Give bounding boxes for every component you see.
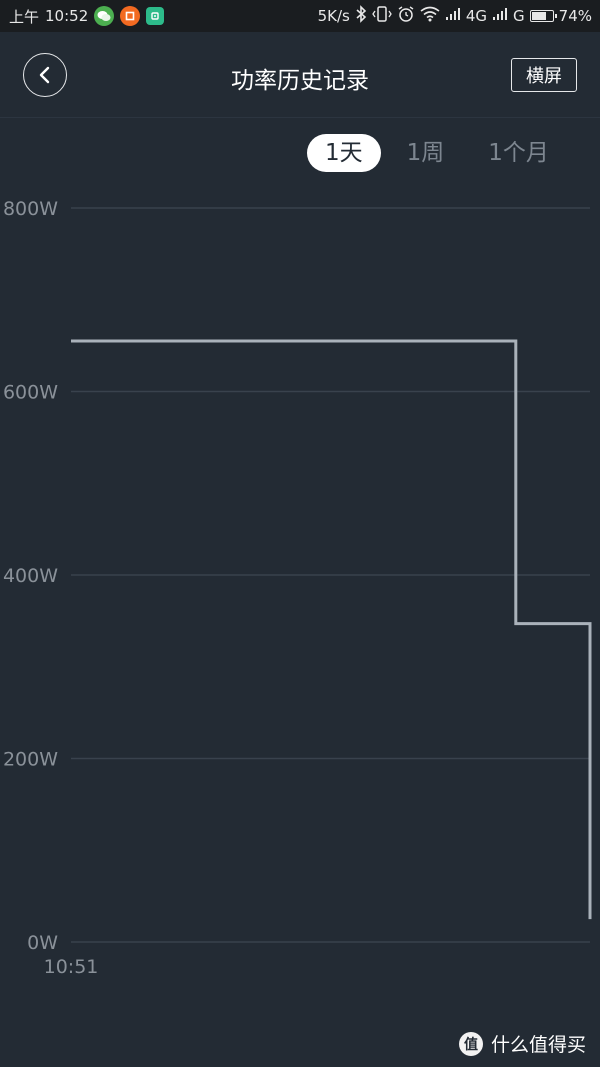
landscape-button[interactable]: 横屏 — [511, 58, 577, 92]
power-series-line — [71, 339, 592, 920]
vibrate-icon — [372, 5, 392, 27]
battery-icon — [529, 10, 557, 22]
y-tick-label: 200W — [3, 749, 58, 771]
y-tick-label: 0W — [27, 932, 58, 954]
page-title: 功率历史记录 — [231, 68, 369, 94]
y-tick-label: 800W — [3, 198, 58, 220]
signal-icon-2 — [492, 7, 508, 25]
bluetooth-icon — [355, 5, 367, 27]
tab-1-week[interactable]: 1周 — [406, 140, 445, 166]
watermark: 值 什么值得买 — [458, 1030, 586, 1057]
chevron-left-icon — [39, 66, 50, 84]
app-notification-icon — [120, 6, 141, 26]
battery-percent: 74% — [558, 7, 592, 25]
status-period: 上午 — [9, 7, 40, 26]
status-left: 上午 10:52 — [9, 0, 165, 32]
tab-1-month[interactable]: 1个月 — [488, 140, 549, 166]
watermark-logo: 值 — [458, 1031, 483, 1056]
wechat-icon — [94, 6, 115, 26]
alarm-icon — [397, 5, 415, 27]
watermark-text: 什么值得买 — [490, 1034, 586, 1056]
network-type-2: G — [513, 7, 525, 25]
range-tabs: 1天 1周 1个月 — [307, 134, 567, 172]
x-tick-label: 10:51 — [44, 956, 99, 978]
mijia-icon — [146, 7, 165, 25]
y-tick-label: 600W — [3, 382, 58, 404]
status-right: 5K/s 4G G 74% — [318, 0, 592, 32]
battery-level — [531, 12, 546, 20]
status-bar: 上午 10:52 5K/s — [0, 0, 600, 32]
y-tick-label: 400W — [3, 565, 58, 587]
back-button[interactable] — [23, 53, 67, 97]
network-type-1: 4G — [465, 7, 488, 25]
tab-1-day[interactable]: 1天 — [307, 134, 381, 172]
header: 功率历史记录 横屏 — [0, 32, 600, 118]
status-time: 10:52 — [45, 7, 89, 25]
wifi-icon — [420, 6, 440, 26]
signal-icon-1 — [445, 7, 461, 25]
net-speed: 5K/s — [317, 7, 350, 25]
